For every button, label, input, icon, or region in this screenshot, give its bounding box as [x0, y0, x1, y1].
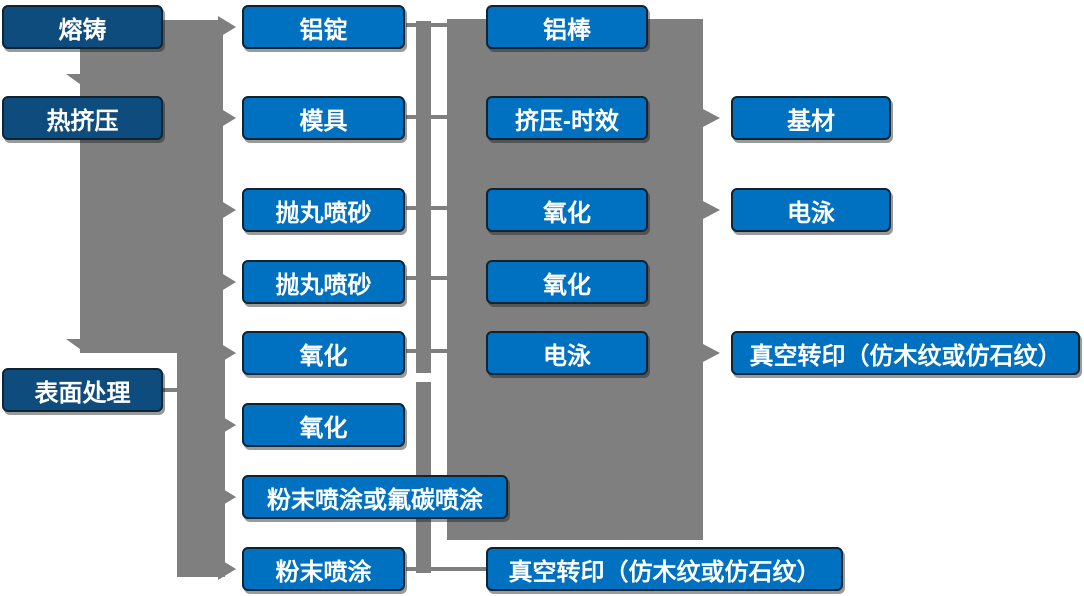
node-surface-treatment: 表面处理	[2, 368, 163, 412]
arrow-to-aluminum-ingot	[218, 16, 236, 38]
node-hot-extrusion: 热挤压	[2, 96, 163, 140]
node-oxidation-2: 氧化	[242, 403, 405, 447]
node-melt-casting: 熔铸	[2, 5, 163, 49]
node-shot-blasting-1: 抛丸喷砂	[242, 188, 405, 232]
node-powder-or-fluorocarbon-coating: 粉末喷涂或氟碳喷涂	[242, 475, 508, 519]
link-row-2	[406, 115, 452, 119]
link-row-3	[406, 206, 452, 210]
connector-main-band	[80, 20, 223, 353]
link-row-1	[406, 23, 452, 27]
arrow-to-oxidation-2	[218, 414, 236, 436]
node-oxidation-4: 氧化	[486, 260, 648, 304]
node-substrate: 基材	[731, 96, 891, 140]
node-oxidation-3: 氧化	[486, 188, 648, 232]
node-vacuum-transfer-2: 真空转印（仿木纹或仿石纹）	[731, 331, 1080, 375]
connector-surface-treatment-link	[163, 388, 179, 392]
node-electrophoresis-1: 电泳	[486, 331, 648, 375]
connector-surface-band	[177, 353, 225, 577]
arrow-to-powder-or-fluorocarbon-coating	[218, 486, 236, 508]
link-row-5	[406, 349, 452, 353]
node-oxidation-1: 氧化	[242, 331, 405, 375]
arrow-to-mold	[218, 107, 236, 129]
arrow-to-shot-blasting-2	[218, 271, 236, 293]
link-row-4	[406, 276, 452, 280]
node-aluminum-ingot: 铝锭	[242, 5, 405, 49]
link-row-8	[406, 567, 487, 571]
arrow-down-to-hot-extrusion	[66, 74, 102, 87]
arrow-to-powder-coating	[218, 558, 236, 580]
node-electrophoresis-2: 电泳	[731, 188, 891, 232]
node-mold: 模具	[242, 96, 405, 140]
arrow-to-oxidation-1	[218, 342, 236, 364]
node-vacuum-transfer-1: 真空转印（仿木纹或仿石纹）	[486, 547, 843, 591]
arrow-to-substrate	[703, 109, 720, 127]
node-shot-blasting-2: 抛丸喷砂	[242, 260, 405, 304]
arrow-to-electrophoresis-2	[703, 201, 720, 219]
arrow-to-shot-blasting-1	[218, 199, 236, 221]
arrow-to-vacuum-transfer-2	[703, 344, 720, 362]
arrow-down-to-surface-treatment	[66, 339, 102, 352]
node-aluminum-rod: 铝棒	[486, 5, 648, 49]
node-powder-coating: 粉末喷涂	[242, 547, 405, 591]
connector-bar-upper	[416, 21, 431, 373]
node-extrusion-aging: 挤压-时效	[486, 96, 648, 140]
